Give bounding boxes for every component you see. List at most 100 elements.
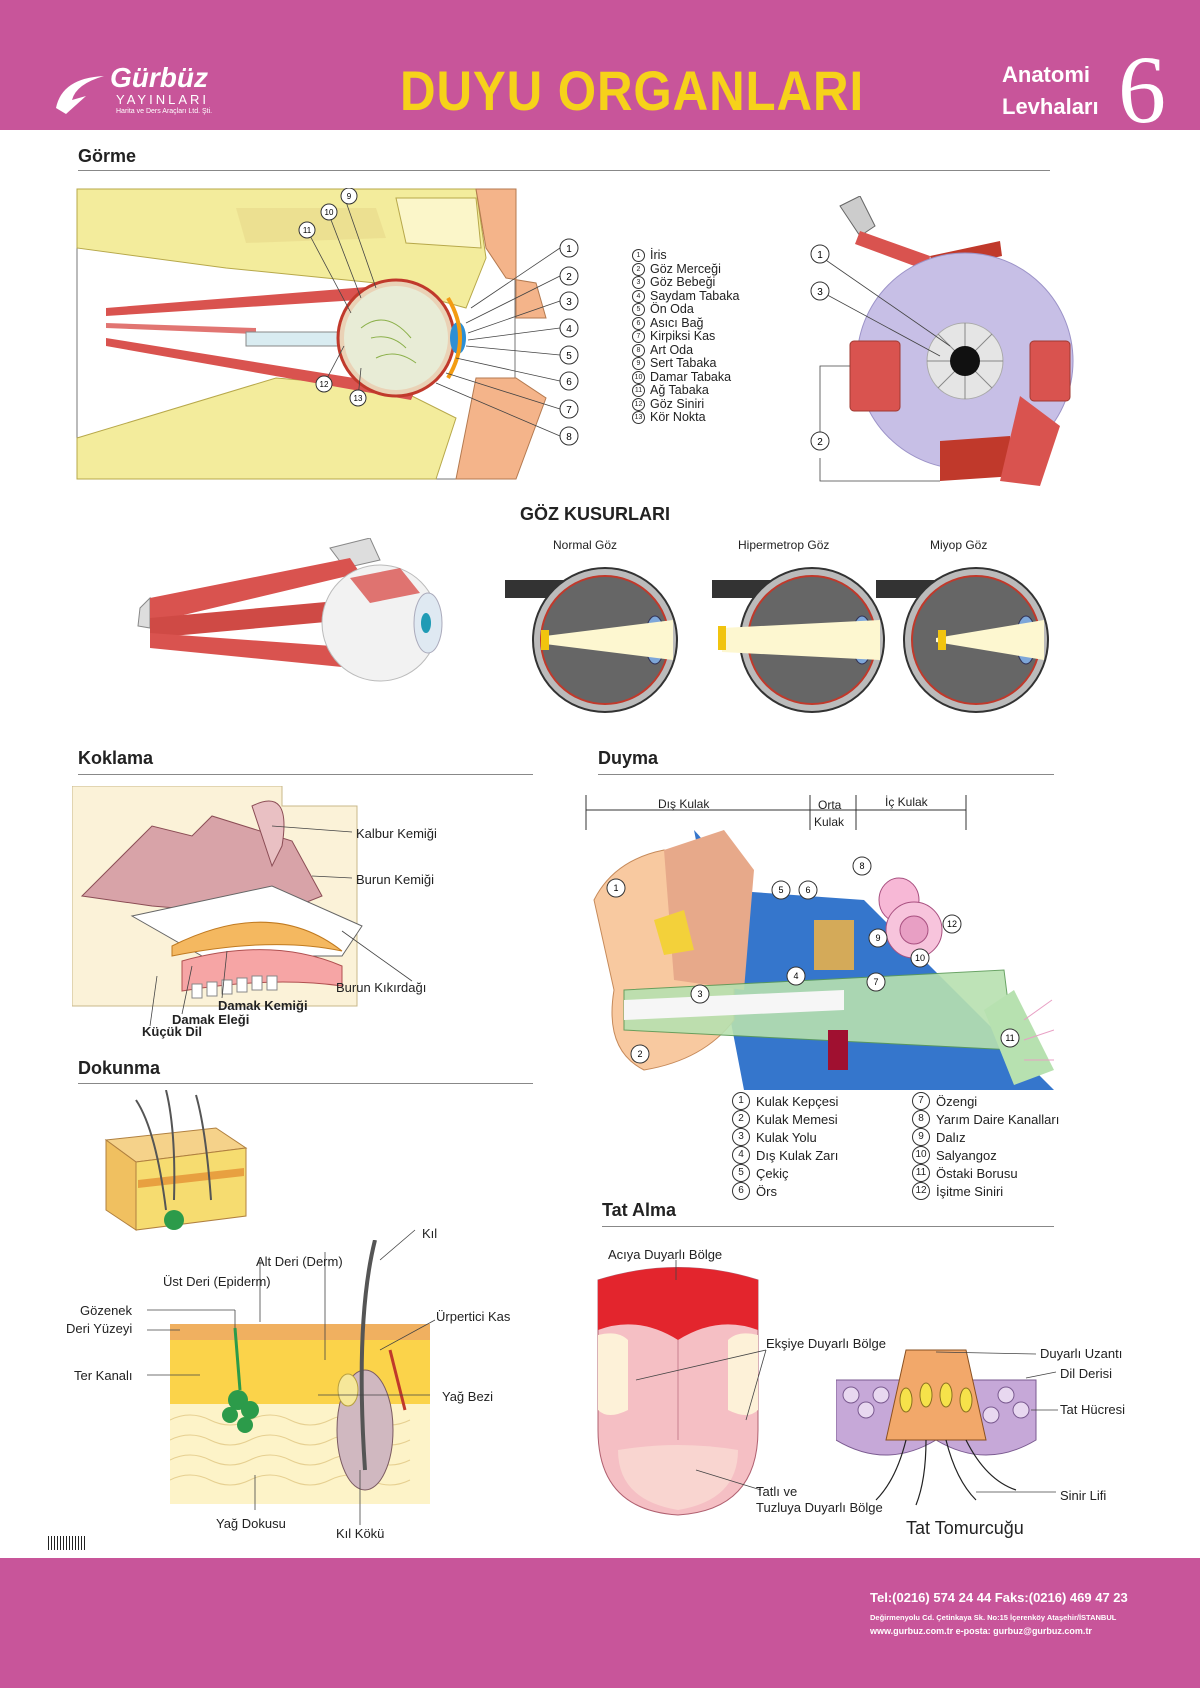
- section-divider: [602, 1226, 1054, 1227]
- header-band: [0, 0, 1200, 130]
- ear-label-6: 6: [805, 885, 810, 895]
- label-tat-hucresi: Tat Hücresi: [1060, 1402, 1126, 1417]
- tongue-diagram: [597, 1267, 759, 1516]
- page-title: DUYU ORGANLARI: [400, 59, 865, 122]
- label-kulak: Kulak: [814, 815, 845, 829]
- eye-label-11: 11: [303, 226, 312, 235]
- label-ic-kulak: İç Kulak: [885, 795, 928, 809]
- eye-label-7: 7: [566, 405, 572, 416]
- label-yag-bezi: Yağ Bezi: [442, 1389, 494, 1404]
- label-dil-derisi: Dil Derisi: [1060, 1366, 1112, 1381]
- section-goz-kusurlari-heading: GÖZ KUSURLARI: [520, 504, 670, 524]
- myopic-eye-label: Miyop Göz: [930, 538, 988, 552]
- label-tatli-1: Tatlı ve: [756, 1484, 798, 1499]
- label-yag-dokusu: Yağ Dokusu: [216, 1516, 286, 1531]
- ear-label-8: 8: [859, 861, 864, 871]
- skin-cross-section-diagram: [170, 1240, 430, 1504]
- ear-label-5: 5: [778, 885, 783, 895]
- eye-label-3: 3: [566, 297, 572, 308]
- label-tat-tomurcugu: Tat Tomurcuğu: [906, 1518, 1024, 1538]
- normal-eye-diagram: [505, 567, 678, 713]
- section-tat-alma-heading: Tat Alma: [602, 1200, 677, 1220]
- eye-label-10: 10: [325, 208, 334, 217]
- label-kil-koku: Kıl Kökü: [336, 1526, 385, 1541]
- label-damak-kemigi: Damak Kemiği: [218, 998, 308, 1013]
- ear-label-11: 11: [1005, 1033, 1014, 1043]
- eye-label-5: 5: [566, 351, 572, 362]
- skin-block-small-diagram: [104, 1090, 248, 1231]
- ear-label-2: 2: [637, 1049, 642, 1059]
- eye-cross-section-diagram: 1 2 3 4 5 6 7 8 9 10 11 12 13: [76, 188, 579, 480]
- label-sinir-lifi: Sinir Lifi: [1060, 1488, 1107, 1503]
- footer-band: [0, 1558, 1200, 1688]
- nose-cross-section-diagram: [72, 786, 413, 1026]
- series-line-2: Levhaları: [1002, 94, 1099, 119]
- eye-front-diagram: 1 3 2: [810, 196, 1074, 486]
- section-koklama-heading: Koklama: [78, 748, 154, 768]
- ear-label-1: 1: [613, 883, 618, 893]
- section-divider: [78, 774, 533, 775]
- hypermetropic-eye-label: Hipermetrop Göz: [738, 538, 830, 552]
- ear-label-7: 7: [873, 977, 878, 987]
- eye-label-8: 8: [566, 432, 572, 443]
- footer-address: Değirmenyolu Cd. Çetinkaya Sk. No:15 İçe…: [870, 1613, 1117, 1622]
- ear-label-10: 10: [915, 953, 925, 963]
- label-orta: Orta: [818, 798, 842, 812]
- logo-tagline: Harita ve Ders Araçları Ltd. Şti.: [116, 108, 213, 115]
- label-kil: Kıl: [422, 1226, 438, 1241]
- series-number: 6: [1118, 36, 1166, 143]
- eye-label-9: 9: [347, 192, 352, 201]
- taste-bud-diagram: [836, 1349, 1058, 1506]
- front-label-3: 3: [817, 287, 823, 298]
- section-divider: [78, 1083, 533, 1084]
- label-tatli-2: Tuzluya Duyarlı Bölge: [756, 1500, 883, 1515]
- eye-label-2: 2: [566, 272, 572, 283]
- label-gozenek: Gözenek: [80, 1303, 133, 1318]
- label-kalbur-kemigi: Kalbur Kemiği: [356, 826, 437, 841]
- ear-region-ruler: 1 2 3 4 5 6 7 8 9 10 11 12: [585, 795, 1054, 1090]
- front-label-1: 1: [817, 250, 823, 261]
- series-line-1: Anatomi: [1002, 62, 1090, 87]
- normal-eye-label: Normal Göz: [553, 538, 618, 552]
- ear-label-9: 9: [875, 933, 880, 943]
- eye-label-13: 13: [354, 394, 363, 403]
- label-urpertici-kas: Ürpertici Kas: [436, 1309, 511, 1324]
- footer-web: www.gurbuz.com.tr e-posta: gurbuz@gurbuz…: [870, 1626, 1092, 1636]
- section-dokunma-heading: Dokunma: [78, 1058, 161, 1078]
- label-burun-kikirdagi: Burun Kıkırdağı: [336, 980, 427, 995]
- ear-label-4: 4: [793, 971, 798, 981]
- section-divider: [78, 170, 1050, 171]
- label-eksi: Ekşiye Duyarlı Bölge: [766, 1336, 886, 1351]
- section-duyma-heading: Duyma: [598, 748, 659, 768]
- section-gorme-heading: Görme: [78, 146, 137, 166]
- eye-label-4: 4: [566, 324, 572, 335]
- footer-phone: Tel:(0216) 574 24 44 Faks:(0216) 469 47 …: [870, 1590, 1128, 1605]
- logo-swoosh-icon: [56, 76, 104, 114]
- barcode-icon: [48, 1536, 86, 1550]
- tongue-leader-lines: [635, 1260, 767, 1491]
- hypermetropic-eye-diagram: [712, 567, 885, 713]
- label-damak-elegi: Damak Eleği: [172, 1012, 250, 1027]
- ear-label-12: 12: [947, 919, 957, 929]
